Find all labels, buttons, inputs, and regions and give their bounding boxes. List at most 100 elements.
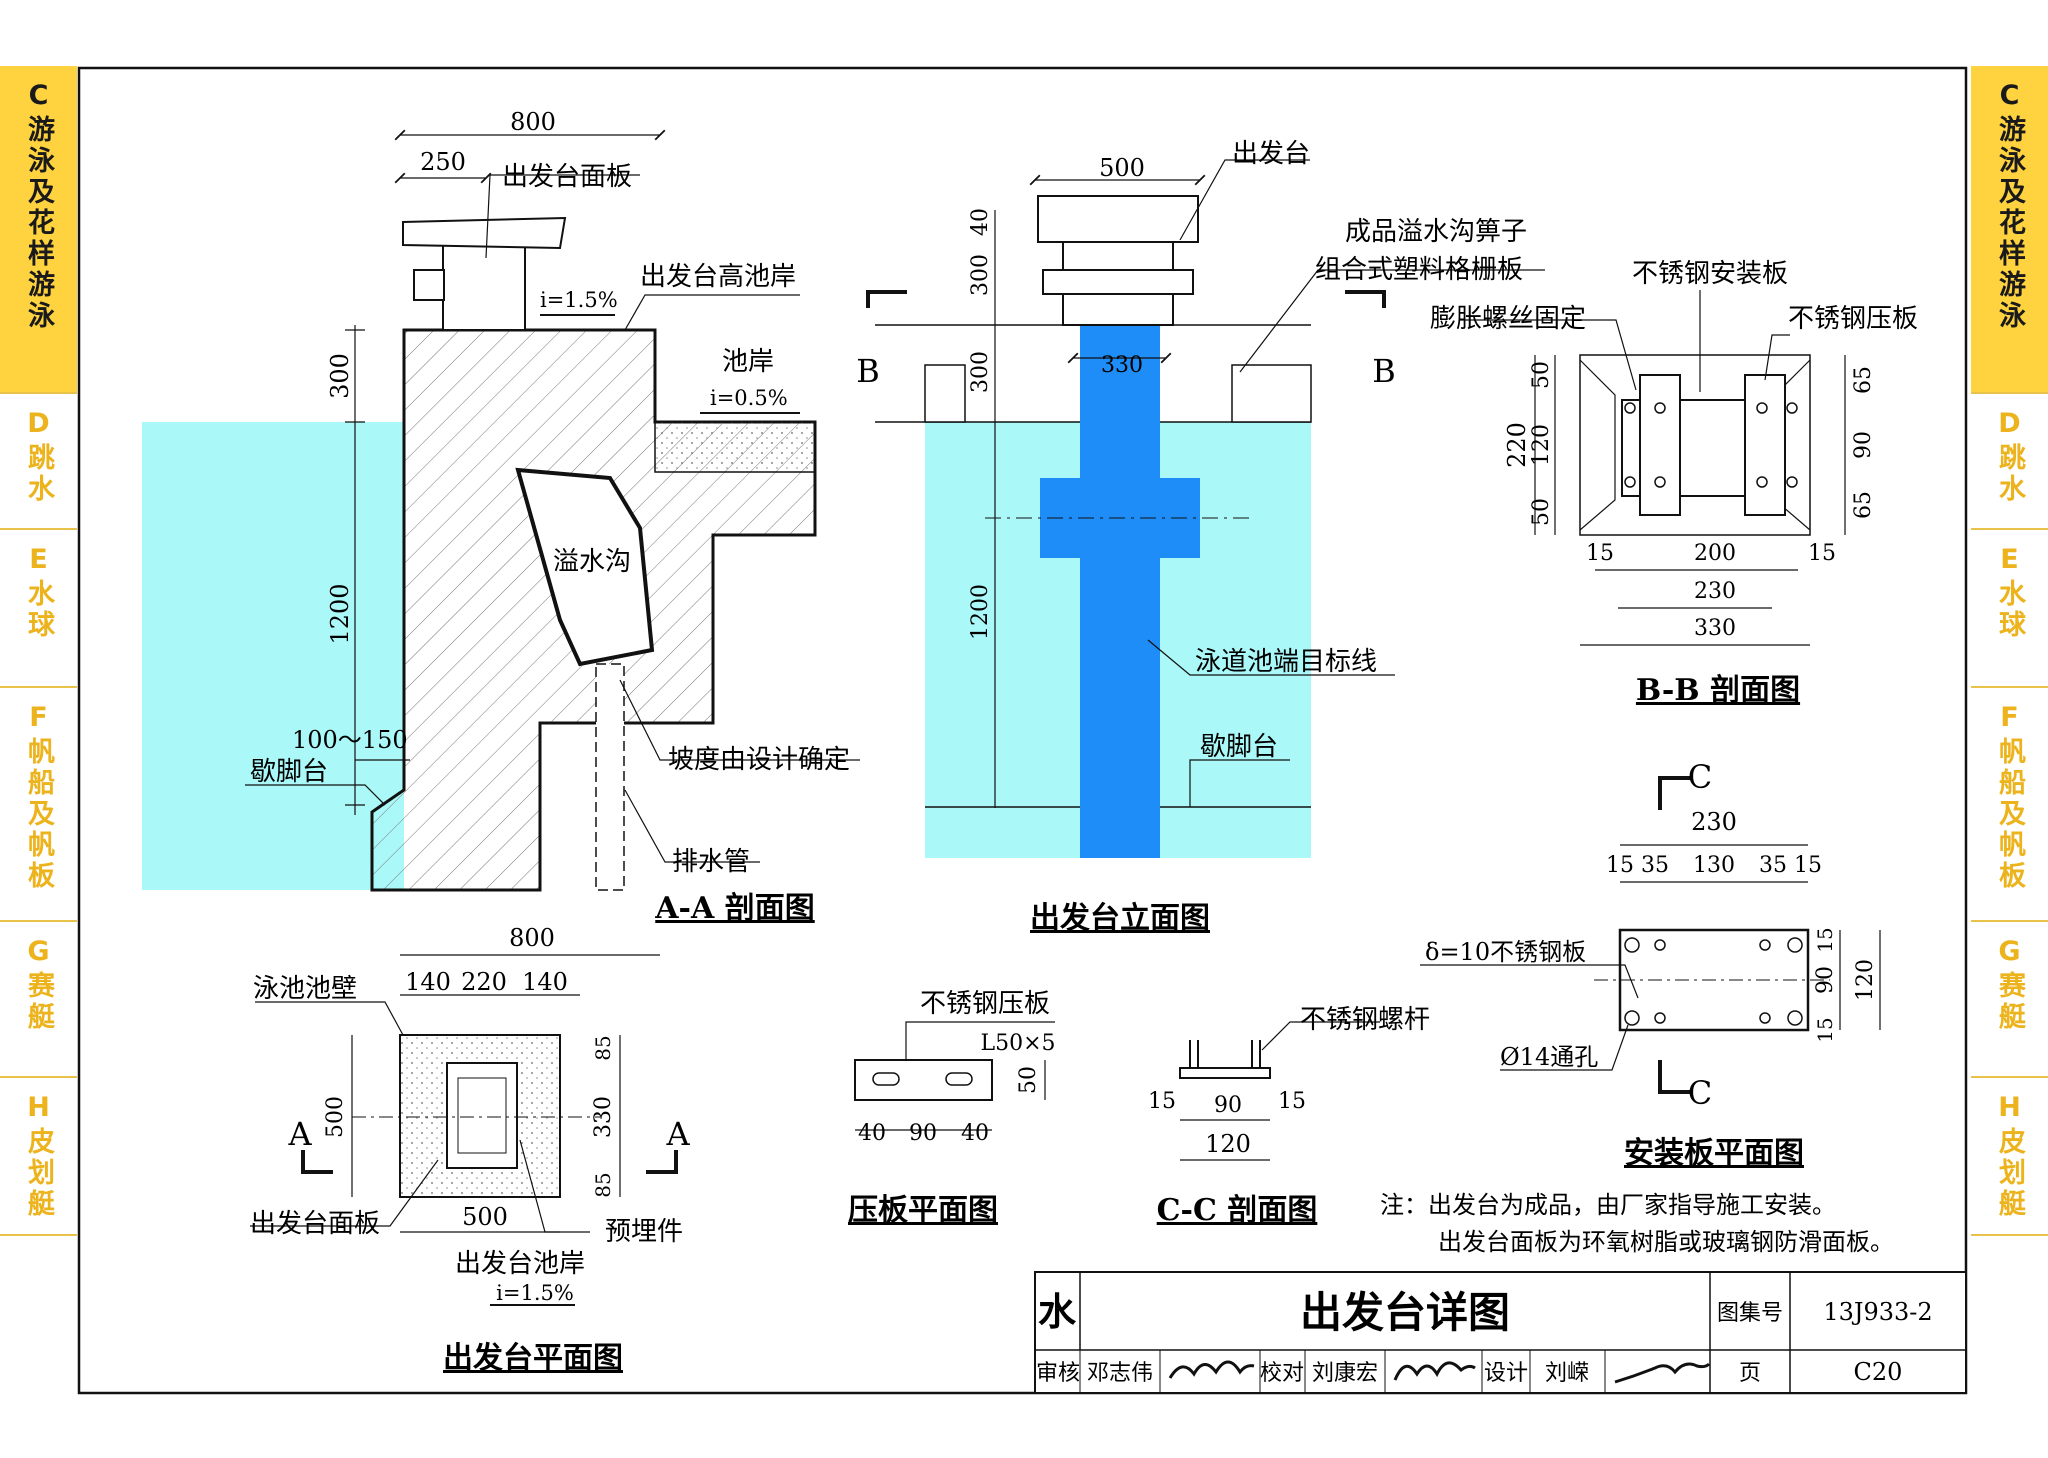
leader-press [1764,334,1790,381]
label-press: 不锈钢压板 [920,989,1050,1019]
bolt [1624,402,1636,414]
cut-b-right [1345,290,1386,308]
grate-right [1231,364,1312,423]
dim-15: 15 [1606,853,1634,878]
leader-bolt [1460,319,1637,391]
dim-130: 130 [1693,853,1735,878]
tb-atlas-label: 图集号 [1717,1301,1783,1326]
tb-page-no: C20 [1854,1358,1903,1386]
signature-reviewer [1168,1360,1255,1379]
label-embed: 预埋件 [605,1217,683,1247]
dim-15b: 15 [1278,1089,1306,1114]
label-panel: 出发台面板 [250,1209,380,1239]
dim-15b: 15 [1794,853,1822,878]
tab-rowing[interactable]: G赛艇 [0,920,77,1076]
cut-label-b-left: B [856,352,880,390]
dim-330: 330 [1694,616,1736,641]
dim-15c: 15 [1813,927,1837,952]
leader-wall [255,1001,404,1036]
dim-140a: 140 [405,968,451,996]
dim-15a: 15 [1586,541,1614,566]
tab-diving[interactable]: D跳水 [0,392,77,528]
slope-top: i=1.5% [540,288,618,312]
title-section-aa: A-A 剖面图 [654,891,814,926]
title-block-frame [1034,1271,1967,1394]
block-top [1037,195,1199,243]
tab-waterpolo-right[interactable]: E水球 [1971,528,2048,686]
label-rest-ledge: 歇脚台 [250,757,328,787]
section-aa: 800 250 出发台面板 出发台高池岸 i=1.5% 池岸 i=0.5% 30… [142,108,860,926]
cut-label-c-top: C [1688,758,1712,796]
tb-atlas-no: 13J933-2 [1823,1298,1932,1326]
dim-40: 40 [968,208,993,236]
left-sidebar-tabs: C游泳及花样游泳 D跳水 E水球 F帆船及帆板 G赛艇 H皮划艇 [0,66,77,1236]
cut-c-top [1658,776,1690,810]
press-plate [854,1059,993,1101]
dim-120: 120 [1853,959,1878,1001]
bolt [1756,476,1768,488]
dim-1200: 1200 [968,584,993,640]
title-section-cc: C-C 剖面图 [1157,1193,1318,1228]
tab-canoe[interactable]: H皮划艇 [0,1076,77,1236]
dim-ledge: 100～150 [292,726,408,754]
block-handle [1042,269,1194,295]
label-rest-ledge: 歇脚台 [1200,732,1278,762]
section-cc: 不锈钢螺杆 15 90 15 120 C-C 剖面图 [1148,1005,1430,1228]
tab-swimming[interactable]: C游泳及花样游泳 [0,66,77,392]
bolt [1786,402,1798,414]
tb-drawing-title: 出发台详图 [1300,1288,1510,1337]
dim-50: 50 [1016,1066,1041,1094]
label-grate-2: 组合式塑料格栅板 [1315,255,1523,285]
leader-press [905,1021,1055,1060]
tab-canoe-label: H皮划艇 [23,1092,54,1220]
label-wall: 泳池池壁 [253,974,357,1004]
bb-outline [1579,354,1811,536]
tab-swimming-right[interactable]: C游泳及花样游泳 [1971,66,2048,392]
hole [1624,1010,1640,1026]
label-plate: δ=10不锈钢板 [1425,938,1586,966]
bb-press-right [1744,374,1786,516]
title-block: 水 出发台详图 图集号 13J933-2 审核 邓志伟 校对 刘康宏 设计 刘嵘… [1034,1271,1967,1394]
label-cc-rod: 不锈钢螺杆 [1300,1005,1430,1035]
dim-85b: 85 [591,1172,615,1197]
leader-drain [624,789,760,863]
tab-sailing-label: F帆船及帆板 [23,702,54,892]
title-section-bb: B-B 剖面图 [1636,673,1800,708]
dim-140b: 140 [522,968,568,996]
leader-panel [250,1159,439,1227]
drain-pipe [595,663,625,891]
tab-rowing-right[interactable]: G赛艇 [1971,920,2048,1076]
tab-sailing[interactable]: F帆船及帆板 [0,686,77,920]
dim-85a: 85 [591,1035,615,1060]
hole [1759,1012,1771,1024]
tb-page-label: 页 [1739,1361,1761,1386]
dim-90: 90 [1851,431,1876,459]
dim-65a: 65 [1851,366,1876,394]
tab-diving-right-label: D跳水 [1994,408,2025,505]
dim-120: 120 [1529,424,1554,466]
bb-press-left [1639,374,1681,516]
plan-mount: C C 230 15 35 130 35 15 15 90 15 120 δ=1… [1420,758,1881,1171]
dim-300: 300 [326,353,354,399]
cut-label-a-left: A [287,1115,312,1153]
hole [1654,1012,1666,1024]
signature-designer [1614,1362,1711,1384]
label-deck: 出发台池岸 [455,1249,585,1279]
dim-50b: 50 [1529,498,1554,526]
cut-a-right [646,1150,678,1174]
target-line [1080,325,1160,858]
tab-canoe-right[interactable]: H皮划艇 [1971,1076,2048,1236]
tab-swimming-right-label: C游泳及花样游泳 [1994,80,2025,332]
slope-deck: i=1.5% [496,1281,574,1305]
dim-50a: 50 [1529,361,1554,389]
tab-diving-right[interactable]: D跳水 [1971,392,2048,528]
tb-design-label: 设计 [1484,1361,1528,1386]
tab-waterpolo[interactable]: E水球 [0,528,77,686]
dim-300a: 300 [968,254,993,296]
tab-sailing-right[interactable]: F帆船及帆板 [1971,686,2048,920]
bolt [1786,476,1798,488]
slope-deck: i=0.5% [710,386,788,410]
bb-chamfer-left [1579,359,1616,531]
leader-panel [485,174,640,259]
slot [872,1072,900,1086]
